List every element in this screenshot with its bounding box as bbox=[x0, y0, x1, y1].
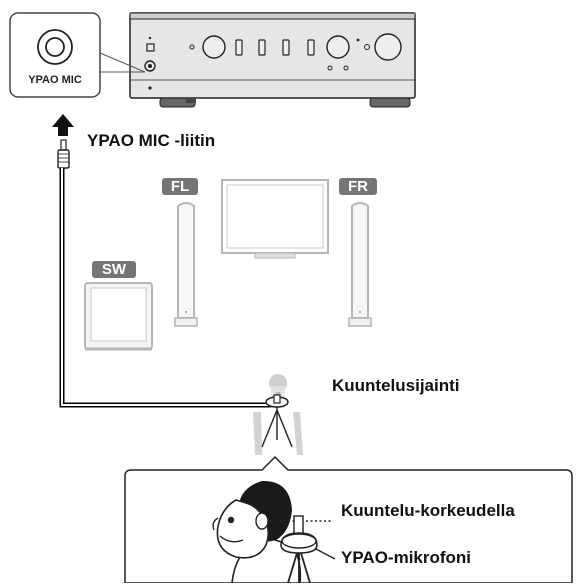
tag-front-right: FR bbox=[339, 178, 377, 195]
amplifier bbox=[129, 12, 416, 108]
tag-subwoofer: SW bbox=[92, 261, 136, 278]
jack-panel-label: YPAO MIC bbox=[28, 74, 82, 86]
mic-cable bbox=[52, 114, 281, 408]
mic-label: YPAO-mikrofoni bbox=[341, 548, 472, 567]
jack-callout bbox=[9, 12, 146, 98]
jack-inner-ring-icon bbox=[45, 37, 65, 57]
subwoofer bbox=[84, 282, 153, 351]
listening-position-mic bbox=[253, 374, 303, 455]
jack-caption: YPAO MIC -liitin bbox=[87, 131, 216, 150]
speaker-front-right bbox=[348, 202, 372, 327]
listening-position-label: Kuuntelusijainti bbox=[332, 376, 460, 395]
jack-outer-ring-icon bbox=[37, 29, 73, 65]
tag-front-left: FL bbox=[162, 178, 198, 195]
speaker-front-left bbox=[174, 202, 198, 327]
mic-closeup bbox=[280, 515, 336, 584]
ear-height-label: Kuuntelu-korkeudella bbox=[341, 501, 515, 520]
tv bbox=[221, 179, 329, 259]
